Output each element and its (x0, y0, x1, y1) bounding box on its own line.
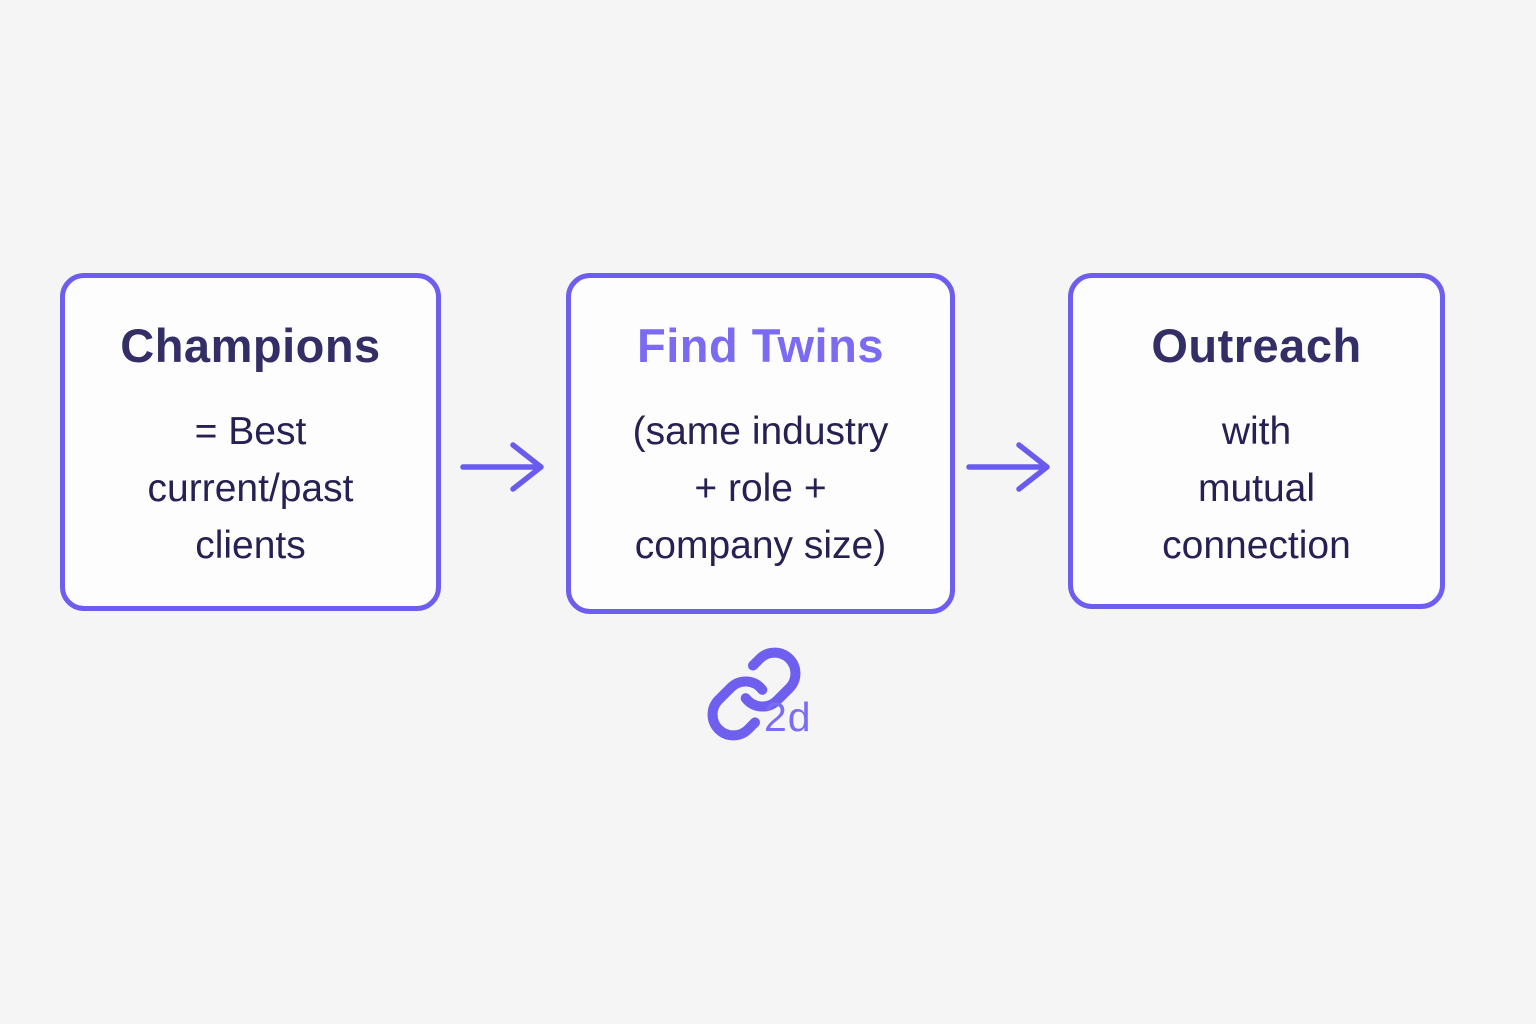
step-title-find-twins: Find Twins (637, 319, 884, 372)
step-body-line: + role + (694, 467, 827, 510)
step-body-line: current/past (147, 467, 354, 510)
step-body-line: company size) (634, 524, 887, 567)
step-body-find-twins: (same industry + role + company size) (571, 403, 950, 574)
step-body-line: clients (195, 524, 306, 567)
arrow-right-icon (966, 442, 1050, 492)
step-body-line: (same industry (632, 410, 889, 453)
step-body-line: with (1221, 410, 1292, 453)
step-title-champions: Champions (120, 319, 381, 372)
step-body-line: mutual (1197, 467, 1316, 510)
step-body-outreach: with mutual connection (1073, 403, 1440, 574)
step-box-champions: Champions = Best current/past clients (60, 273, 441, 611)
step-title-outreach: Outreach (1151, 319, 1362, 372)
step-body-champions: = Best current/past clients (65, 403, 436, 574)
chain-link-icon (707, 647, 801, 741)
step-box-outreach: Outreach with mutual connection (1068, 273, 1445, 609)
step-body-line: = Best (194, 410, 307, 453)
step-box-find-twins: Find Twins (same industry + role + compa… (566, 273, 955, 614)
connector-label: 2d (764, 694, 812, 740)
arrow-right-icon (460, 442, 544, 492)
twin-link-connector: 2d (704, 644, 874, 754)
step-body-line: connection (1162, 524, 1351, 567)
